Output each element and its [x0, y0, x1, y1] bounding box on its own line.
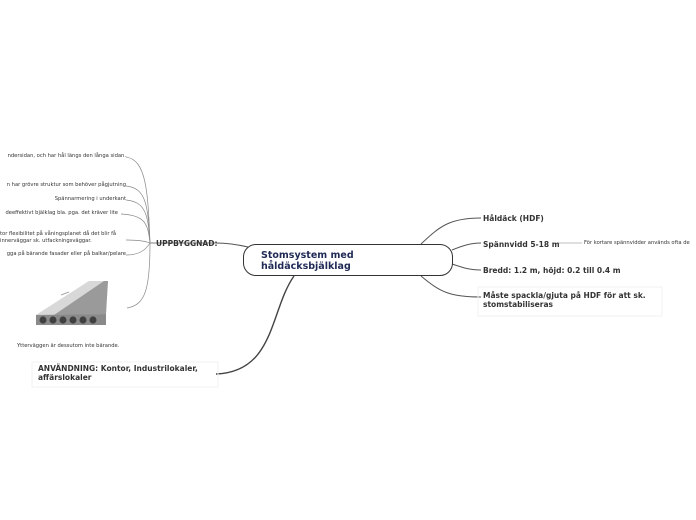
- node-uppbyggnad-sub-5[interactable]: tor flexibilitet på våningsplanet då det…: [0, 231, 117, 244]
- node-maste-spackla[interactable]: Måste spackla/gjuta på HDF för att sk. s…: [483, 291, 646, 309]
- connector-maste: [420, 275, 482, 298]
- node-spannvidd-note[interactable]: För kortare spännvidder används ofta de: [584, 240, 690, 246]
- connector-uppbyggnad: [215, 242, 249, 248]
- node-spannvidd[interactable]: Spännvidd 5-18 m: [483, 240, 560, 249]
- node-uppbyggnad[interactable]: UPPBYGGNAD:: [156, 239, 218, 248]
- hollow-core-slab-image: [36, 281, 108, 325]
- node-uppbyggnad-sub-2[interactable]: n har grövre struktur som behöver pågjut…: [6, 182, 126, 188]
- connector-sub-6: [125, 242, 151, 256]
- connector-sub-image: [126, 242, 151, 309]
- node-uppbyggnad-sub-3[interactable]: Spännarmering i underkant: [54, 196, 126, 202]
- central-topic[interactable]: Stomsystem med håldäcksbjälklag: [243, 244, 453, 276]
- connector-spannvidd: [451, 242, 482, 251]
- connector-sub-3: [125, 199, 151, 244]
- connector-sub-2: [125, 185, 151, 244]
- connector-sub-4: [120, 213, 151, 244]
- connector-hdf: [420, 217, 482, 245]
- node-uppbyggnad-sub-4[interactable]: deeffektivt bjälklag bla. pga. det kräve…: [5, 210, 118, 216]
- node-box-maste: [477, 286, 663, 317]
- central-topic-title: Stomsystem med håldäcksbjälklag: [261, 250, 354, 272]
- connector-bredd: [451, 263, 482, 271]
- node-anvandning[interactable]: ANVÄNDNING: Kontor, Industrilokaler, aff…: [38, 364, 198, 382]
- node-box-anvandning: [31, 361, 219, 388]
- node-uppbyggnad-sub-1[interactable]: ndersidan, och har hål längs den långa s…: [7, 153, 126, 159]
- node-haldack[interactable]: Håldäck (HDF): [483, 214, 544, 223]
- node-bredd[interactable]: Bredd: 1.2 m, höjd: 0.2 till 0.4 m: [483, 266, 621, 275]
- connector-sub-5: [125, 239, 151, 244]
- node-uppbyggnad-sub-6[interactable]: gga på bärande fasader eller på balkar/p…: [6, 251, 126, 257]
- connector-sub-1: [125, 156, 151, 244]
- connector-anvandning: [215, 275, 295, 375]
- node-image-caption[interactable]: Ytterväggen är dessutom inte bärande.: [17, 343, 120, 349]
